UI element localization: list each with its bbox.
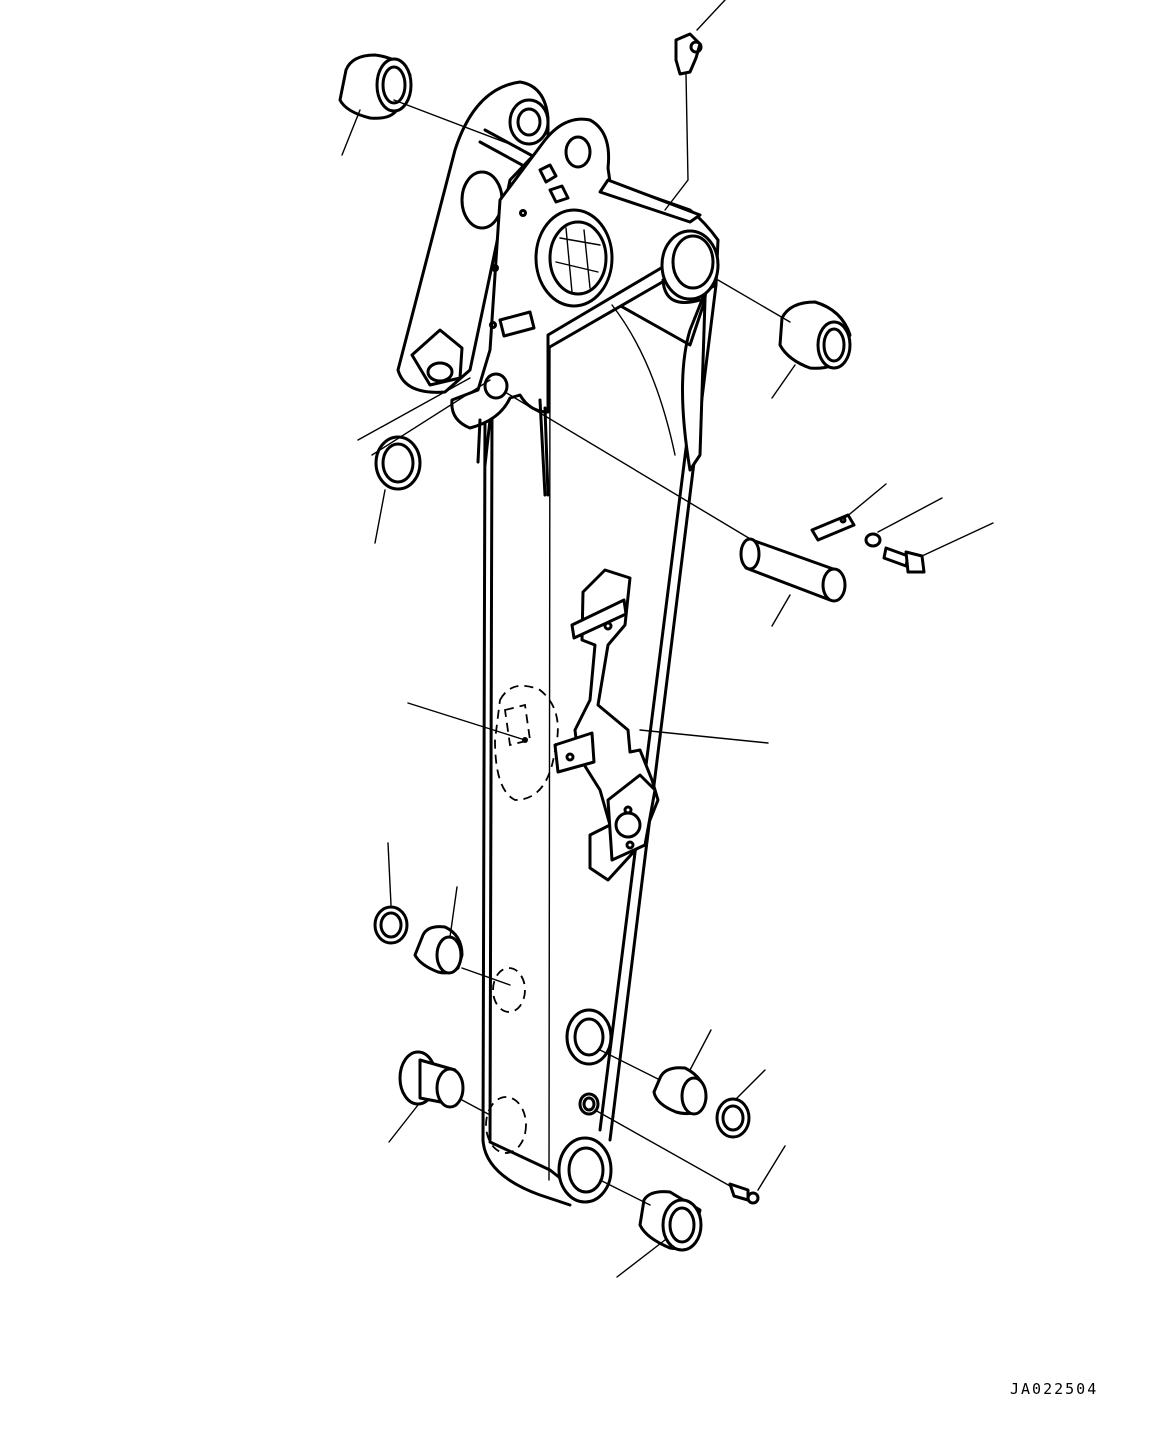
arm-bottom-bosses: [557, 1008, 613, 1204]
leader-lines: [341, 0, 994, 1278]
bushing-right-top: [778, 300, 852, 370]
bushing-right-lower: [652, 1066, 708, 1116]
small-washer: [864, 532, 882, 548]
arm-head-left-plate: [396, 80, 550, 394]
bushing-top-left: [338, 53, 413, 120]
drawing-code-label: JA022504: [1010, 1380, 1099, 1398]
bolt: [882, 546, 926, 574]
shim-right: [715, 1097, 751, 1139]
flanged-bushing-left: [398, 1050, 465, 1109]
side-stay-plate: [553, 568, 660, 882]
hidden-boss: [494, 684, 559, 801]
flanged-bushing-bottom: [638, 1190, 703, 1252]
main-pin: [739, 537, 847, 603]
grease-fitting-bottom: [728, 1182, 760, 1205]
grease-fitting-top: [674, 32, 703, 76]
bushing-left-lower: [413, 925, 464, 975]
arm-head-right-plate: [410, 117, 720, 497]
washer-left: [374, 435, 422, 491]
lock-plate: [810, 513, 856, 542]
shim-left: [373, 905, 409, 945]
